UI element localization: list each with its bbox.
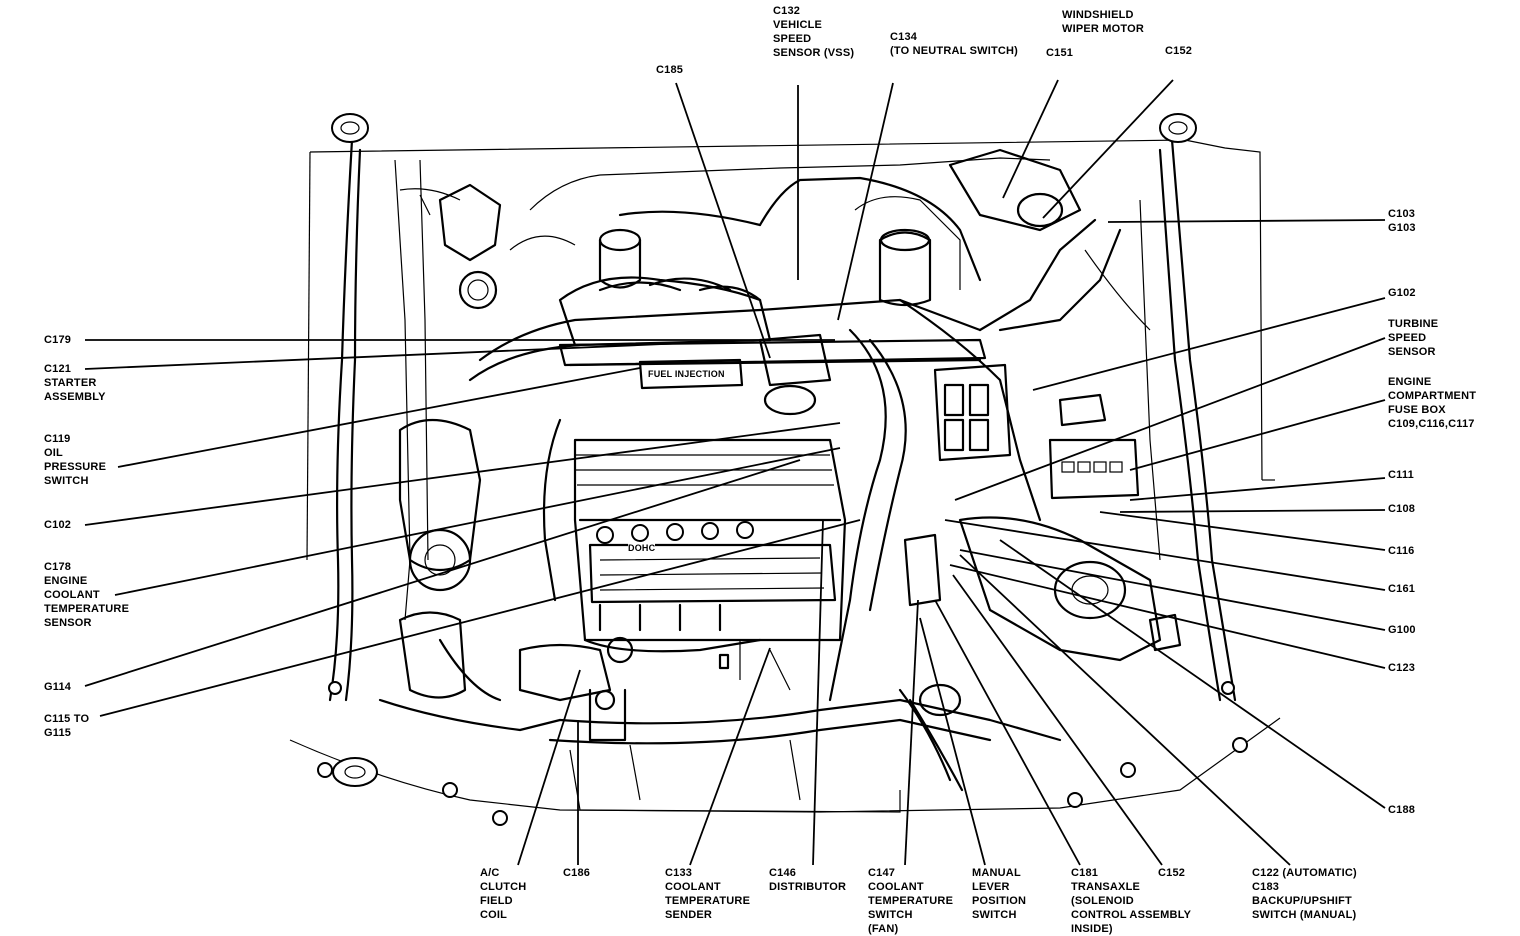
dohc-cover-text: DOHC <box>628 543 656 553</box>
label-c116: C116 <box>1388 545 1415 557</box>
label-c133-coolant-sender: C133 COOLANT TEMPERATURE SENDER <box>665 867 751 921</box>
label-c108: C108 <box>1388 503 1416 515</box>
label-c111: C111 <box>1388 469 1414 481</box>
label-g102: G102 <box>1388 287 1416 299</box>
label-c151: C151 <box>1046 47 1074 59</box>
radiator-support <box>518 636 901 813</box>
label-c123: C123 <box>1388 662 1416 674</box>
label-ac-clutch-field-coil: A/C CLUTCH FIELD COIL <box>480 867 527 921</box>
label-c103-g103: C103 G103 <box>1388 208 1416 234</box>
leader-lines <box>84 79 1386 866</box>
label-c152-bottom: C152 <box>1158 867 1186 879</box>
label-c102: C102 <box>44 519 72 531</box>
label-c181-transaxle: C181 TRANSAXLE (SOLENOID CONTROL ASSEMBL… <box>1071 867 1192 935</box>
label-c185: C185 <box>656 64 684 76</box>
label-c178-coolant-sensor: C178 ENGINE COOLANT TEMPERATURE SENSOR <box>44 561 130 629</box>
label-c115-g115: C115 TO G115 <box>44 713 90 739</box>
label-c134: C134 (TO NEUTRAL SWITCH) <box>890 31 1019 57</box>
left-front-components <box>398 183 642 699</box>
intake-manifold <box>558 276 987 416</box>
strut-mounts <box>317 113 1248 826</box>
label-engine-compartment-fuse-box: ENGINE COMPARTMENT FUSE BOX C109,C116,C1… <box>1388 376 1477 430</box>
fuel-injection-plate: FUEL INJECTION <box>648 369 725 379</box>
engine-block <box>542 418 847 653</box>
label-g100: G100 <box>1388 624 1416 636</box>
label-turbine-speed-sensor: TURBINE SPEED SENSOR <box>1388 318 1439 358</box>
label-g114: G114 <box>44 681 72 693</box>
compartment-outline <box>289 138 1281 813</box>
label-c179: C179 <box>44 334 72 346</box>
label-c122-c183-backup-switch: C122 (AUTOMATIC) C183 BACKUP/UPSHIFT SWI… <box>1252 867 1357 921</box>
label-c147-coolant-switch: C147 COOLANT TEMPERATURE SWITCH (FAN) <box>868 867 954 935</box>
label-c119-oil-pressure: C119 OIL PRESSURE SWITCH <box>44 433 107 487</box>
label-windshield-wiper-motor: WINDSHIELD WIPER MOTOR <box>1062 9 1145 35</box>
firewall-area <box>509 148 1151 331</box>
label-manual-lever-position-switch: MANUAL LEVER POSITION SWITCH <box>972 867 1027 921</box>
label-c188: C188 <box>1388 804 1416 816</box>
right-side-components <box>903 363 1182 717</box>
main-harness <box>378 176 1122 792</box>
label-c146-distributor: C146 DISTRIBUTOR <box>769 867 847 893</box>
label-c186: C186 <box>563 867 591 879</box>
label-c152-top: C152 <box>1165 45 1193 57</box>
label-c121-starter: C121 STARTER ASSEMBLY <box>44 363 106 403</box>
label-c132: C132 VEHICLE SPEED SENSOR (VSS) <box>773 5 855 59</box>
label-c161: C161 <box>1388 583 1416 595</box>
